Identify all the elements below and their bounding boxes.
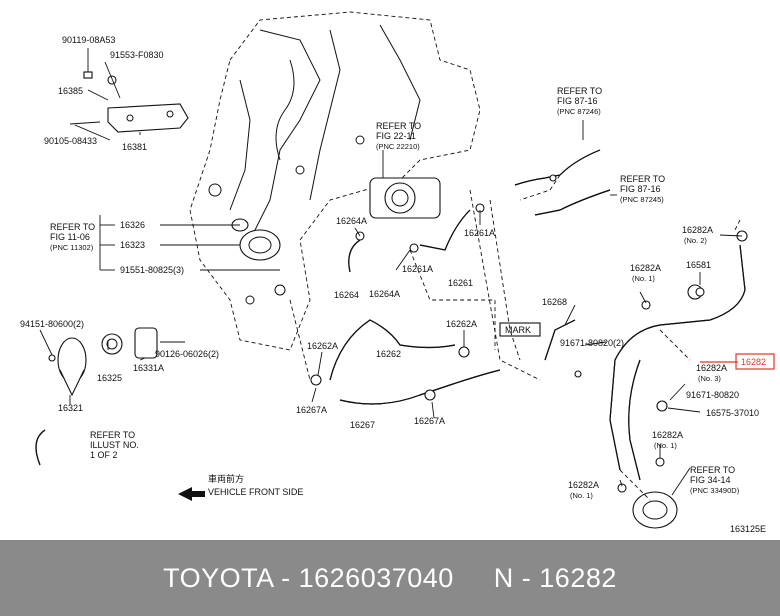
- label-16282A-no2-sub: (No. 2): [684, 236, 707, 245]
- label-90126-06026: 90126-06026(2): [155, 349, 219, 359]
- label-refer-fig87b-line2: FIG 87-16: [620, 184, 661, 194]
- label-16264: 16264: [334, 290, 359, 300]
- vehicle-front-arrow-icon: [178, 487, 205, 501]
- label-diagram-code: 163125E: [730, 524, 766, 534]
- label-90119-08A53: 90119-08A53: [62, 35, 115, 45]
- hose-upper-refer: [514, 149, 611, 216]
- label-16267A-right: 16267A: [414, 416, 445, 426]
- label-91671-80820: 91671-80820: [686, 390, 739, 400]
- label-16326: 16326: [120, 220, 145, 230]
- label-16264A-upper: 16264A: [336, 216, 367, 226]
- label-16282A-no3: 16282A: [696, 363, 727, 373]
- label-94151-80600: 94151-80600(2): [20, 319, 84, 329]
- label-16267: 16267: [350, 420, 375, 430]
- label-refer-fig87a-line3: (PNC 87246): [557, 107, 601, 116]
- label-refer-fig34-line3: (PNC 33490D): [690, 486, 740, 495]
- label-16282A-no1-mid: 16282A: [652, 430, 683, 440]
- label-refer-fig11-line3: (PNC 11302): [50, 243, 94, 252]
- label-91553-F0830: 91553-F0830: [110, 50, 164, 60]
- parts-diagram: 90119-08A53 91553-F0830 16385 90105-0843…: [20, 11, 775, 534]
- part-number-footer: TOYOTA - 1626037040 N - 16282: [0, 540, 780, 616]
- label-refer-fig87a-line2: FIG 87-16: [557, 96, 598, 106]
- label-refer-fig22-line2: FIG 22-11: [376, 131, 416, 141]
- label-16323: 16323: [120, 240, 145, 250]
- label-16282A-no1-mid-sub: (No. 1): [654, 441, 677, 450]
- engine-block: [189, 11, 481, 351]
- label-vehicle-front-side: VEHICLE FRONT SIDE: [208, 487, 303, 497]
- label-refer-fig22-line1: REFER TO: [376, 121, 421, 131]
- label-16268: 16268: [542, 297, 567, 307]
- label-16282A-no3-sub: (No. 3): [698, 374, 721, 383]
- label-91551-80825: 91551-80825(3): [120, 265, 184, 275]
- label-16267A-left: 16267A: [296, 405, 327, 415]
- label-refer-fig87b-line3: (PNC 87245): [620, 195, 664, 204]
- label-16261A-right: 16261A: [464, 228, 495, 238]
- label-16282A-no1-bottom-sub: (No. 1): [570, 491, 593, 500]
- label-16282A-no2: 16282A: [682, 225, 713, 235]
- label-refer-illust-line1: REFER TO: [90, 430, 135, 440]
- label-refer-fig34-line2: FIG 34-14: [690, 475, 731, 485]
- part-labels: 90119-08A53 91553-F0830 16385 90105-0843…: [20, 35, 766, 534]
- label-16261A-left: 16261A: [402, 264, 433, 274]
- label-refer-fig11-line1: REFER TO: [50, 222, 95, 232]
- label-16575-37010: 16575-37010: [706, 408, 759, 418]
- label-refer-fig87b-line1: REFER TO: [620, 174, 665, 184]
- label-refer-fig11-line2: FIG 11-06: [50, 232, 90, 242]
- hose-16264: [348, 239, 361, 273]
- label-16331A: 16331A: [133, 363, 164, 373]
- hose-16262: [329, 319, 456, 381]
- dashed-guides: [289, 174, 741, 501]
- label-16262: 16262: [376, 349, 401, 359]
- thermostat-group: [48, 327, 185, 397]
- throttle-body: [369, 177, 441, 219]
- mark-box: [499, 322, 541, 337]
- label-16282A-no1-top: 16282A: [630, 263, 661, 273]
- label-refer-fig22-line3: (PNC 22210): [376, 142, 420, 151]
- hose-16268: [544, 319, 576, 361]
- hose-16282: [609, 244, 746, 481]
- label-90105-08433: 90105-08433: [44, 136, 97, 146]
- label-16261: 16261: [448, 278, 473, 288]
- label-16282A-no1-top-sub: (No. 1): [632, 274, 655, 283]
- label-91671-80820-2: 91671-80820(2): [560, 338, 624, 348]
- label-refer-fig34-line1: REFER TO: [690, 465, 735, 475]
- highlight-box: [735, 353, 775, 370]
- label-refer-illust-line3: 1 OF 2: [90, 450, 118, 460]
- label-refer-illust-line2: ILLUST NO.: [90, 440, 139, 450]
- label-16262A-right: 16262A: [446, 319, 477, 329]
- label-16321: 16321: [58, 403, 83, 413]
- label-16262A-left: 16262A: [307, 341, 338, 351]
- label-refer-fig87a-line1: REFER TO: [557, 86, 602, 96]
- label-front-japanese: 車両前方: [208, 473, 244, 484]
- label-16282-highlighted: 16282: [741, 357, 766, 367]
- hose-16267: [339, 369, 501, 405]
- label-16264A-lower: 16264A: [369, 289, 400, 299]
- leader-lines: [39, 48, 743, 496]
- footer-part-number-text: TOYOTA - 1626037040 N - 16282: [163, 562, 617, 593]
- label-16381: 16381: [122, 142, 147, 152]
- label-16325: 16325: [97, 373, 122, 383]
- bracket-16381: [69, 60, 189, 133]
- hose-16261: [419, 209, 471, 251]
- label-16282A-no1-bottom: 16282A: [568, 480, 599, 490]
- label-mark: MARK: [505, 325, 531, 335]
- label-16385: 16385: [58, 86, 83, 96]
- water-outlet-16323: [231, 218, 281, 261]
- tank-reference: [632, 491, 678, 529]
- label-16581: 16581: [686, 260, 711, 270]
